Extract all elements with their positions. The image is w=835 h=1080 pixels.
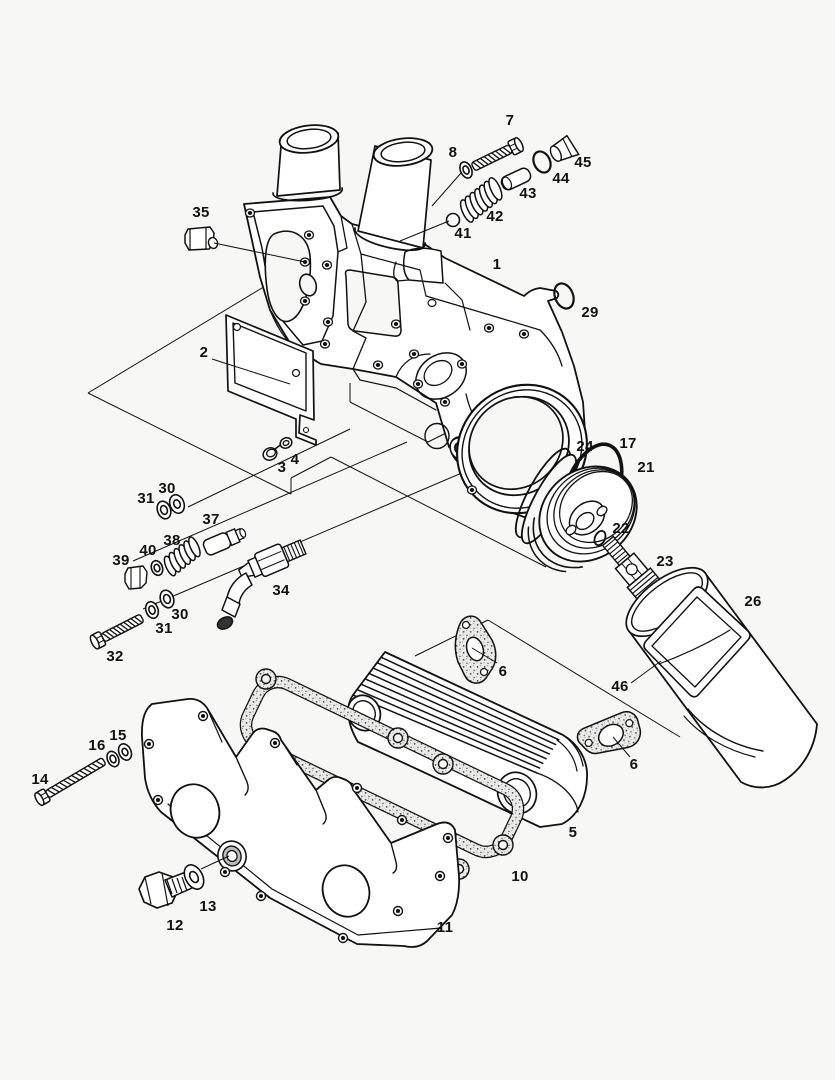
svg-text:23: 23	[656, 553, 673, 570]
svg-text:41: 41	[454, 225, 471, 242]
svg-text:31: 31	[155, 620, 172, 637]
svg-text:3: 3	[278, 459, 287, 476]
svg-text:45: 45	[574, 154, 591, 171]
svg-text:43: 43	[519, 185, 536, 202]
svg-text:10: 10	[511, 868, 528, 885]
svg-text:7: 7	[506, 112, 515, 129]
svg-text:24: 24	[576, 438, 594, 455]
svg-text:4: 4	[291, 451, 300, 468]
svg-text:40: 40	[139, 542, 156, 559]
svg-text:37: 37	[202, 511, 219, 528]
svg-text:46: 46	[611, 678, 628, 695]
svg-text:35: 35	[192, 204, 209, 221]
svg-text:44: 44	[552, 170, 570, 187]
svg-text:8: 8	[449, 144, 458, 161]
svg-text:31: 31	[137, 490, 154, 507]
svg-text:12: 12	[166, 917, 183, 934]
svg-text:1: 1	[493, 256, 502, 273]
svg-text:21: 21	[637, 459, 654, 476]
svg-text:14: 14	[31, 771, 49, 788]
svg-text:6: 6	[630, 756, 639, 773]
svg-text:15: 15	[109, 727, 126, 744]
svg-text:2: 2	[200, 344, 209, 361]
svg-text:17: 17	[619, 435, 636, 452]
svg-text:26: 26	[744, 593, 761, 610]
svg-text:5: 5	[569, 824, 578, 841]
svg-text:32: 32	[106, 648, 123, 665]
svg-text:13: 13	[199, 898, 216, 915]
svg-text:29: 29	[581, 304, 598, 321]
svg-text:11: 11	[437, 919, 453, 936]
svg-text:16: 16	[88, 737, 105, 754]
svg-text:42: 42	[486, 208, 503, 225]
svg-text:34: 34	[272, 582, 290, 599]
svg-text:6: 6	[499, 663, 508, 680]
svg-text:22: 22	[612, 520, 629, 537]
svg-text:38: 38	[163, 532, 180, 549]
svg-text:39: 39	[112, 552, 129, 569]
svg-text:30: 30	[171, 606, 188, 623]
svg-text:30: 30	[158, 480, 175, 497]
